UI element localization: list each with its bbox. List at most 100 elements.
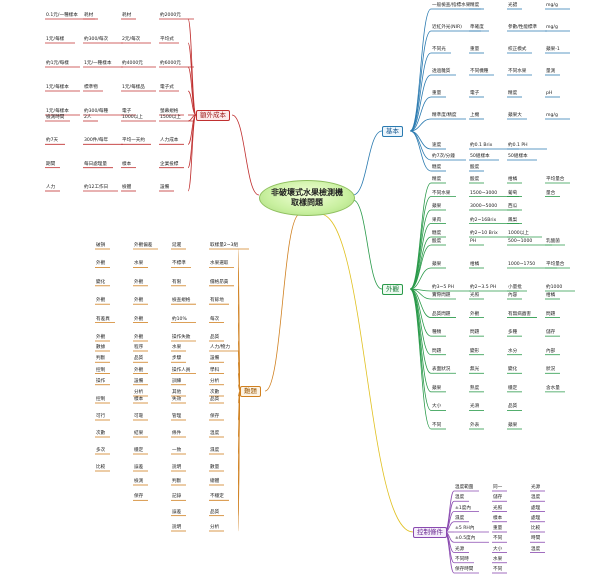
node-label[interactable]: 問題 [470,330,480,336]
node-label[interactable]: 步驟 [172,356,182,362]
node-label[interactable]: 比較 [96,465,106,470]
node-label[interactable]: 問題 [432,348,442,354]
node-label[interactable]: 大小 [493,546,503,552]
node-label[interactable]: 樣本 [122,161,132,167]
node-label[interactable]: 變化 [508,367,518,373]
node-label[interactable]: 溫度 [455,495,465,501]
node-label[interactable]: 數量 [210,465,220,470]
node-label[interactable]: 約7天 [46,138,59,144]
node-label[interactable]: 不同水果 [432,190,451,196]
node-label[interactable]: 設備 [160,185,170,190]
node-label[interactable]: 平均量合 [546,262,565,267]
node-label[interactable]: 不標準 [172,261,186,267]
node-label[interactable]: 品質 [210,397,220,402]
node-label[interactable]: 糖度 [432,231,442,236]
node-label[interactable]: 1500~3000 [470,190,498,196]
node-label[interactable]: 準確度 [470,25,484,30]
node-label[interactable]: 有限 [172,279,182,285]
node-label[interactable]: 1元/每樣品 [122,85,145,90]
node-label[interactable]: mg/g [546,113,558,118]
node-label[interactable]: 種類 [432,330,442,336]
node-label[interactable]: 儲存 [493,495,503,501]
node-label[interactable]: 光照 [470,293,480,298]
node-label[interactable]: 螢幕規格 [160,109,179,114]
node-label[interactable]: 無光 [470,367,480,373]
node-label[interactable]: 重量 [470,47,480,52]
node-label[interactable]: 不同 [493,567,503,572]
node-label[interactable]: 約2~3.5 PH [470,285,497,290]
node-label[interactable]: 問題 [546,311,556,317]
node-label[interactable]: 檢測時間 [46,115,65,120]
node-label[interactable]: 溫度 [531,546,541,552]
node-label[interactable]: 溫度 [210,431,220,436]
node-label[interactable]: 參數/性能標準 [508,25,538,30]
node-label[interactable]: 穩定 [134,448,144,453]
node-label[interactable]: 溫度範圍 [455,485,474,490]
node-label[interactable]: 光滑 [470,404,480,410]
node-label[interactable]: 人力成本 [160,138,179,144]
node-label[interactable]: 精度 [508,91,518,96]
node-label[interactable]: 平均一天約 [122,138,145,144]
branch-overhead[interactable]: 額外成本 [196,110,230,121]
node-label[interactable]: 比較 [531,526,541,531]
node-label[interactable]: 變化 [96,279,106,285]
node-label[interactable]: 實際問題 [432,293,451,298]
node-label[interactable]: 不穩定 [210,494,224,500]
node-label[interactable]: 控制 [96,367,106,373]
node-label[interactable]: pH [546,91,553,96]
node-label[interactable]: 企業投標 [160,161,179,167]
node-label[interactable]: 鳳梨 [508,217,518,223]
node-label[interactable]: 溫度 [531,495,541,501]
node-label[interactable]: 內部 [546,348,556,354]
node-label[interactable]: 2元/每次 [122,37,141,42]
node-label[interactable]: 約10% [172,316,187,322]
node-label[interactable]: 上機 [470,113,480,118]
node-label[interactable]: 條件 [172,431,182,436]
node-label[interactable]: 保存 [134,494,144,500]
node-label[interactable]: 約3~5 PH [432,285,454,290]
node-label[interactable]: 狀況 [546,367,556,373]
node-label[interactable]: 分析 [134,390,144,395]
node-label[interactable]: 耗材 [122,13,132,18]
node-label[interactable]: 約7次/分鐘 [432,154,455,159]
node-label[interactable]: mg/g [546,25,558,30]
branch-shape[interactable]: 外觀 [382,284,403,295]
node-label[interactable]: 表面狀況 [432,367,451,373]
node-label[interactable]: 約4000元 [122,61,143,66]
node-label[interactable]: 約1元/每樣 [46,61,69,66]
node-label[interactable]: 可靠 [134,414,144,419]
node-label[interactable]: 光照 [493,505,503,511]
node-label[interactable]: 操作人員 [172,367,191,373]
node-label[interactable]: 近紅外光(NIR) [432,25,462,30]
node-label[interactable]: 熟度 [470,385,480,391]
node-label[interactable]: 檢測 [134,479,144,484]
node-label[interactable]: 每日處理量 [84,161,107,167]
node-label[interactable]: 約12工作日 [84,185,109,190]
node-label[interactable]: 蘋果大 [508,113,522,118]
node-label[interactable]: 一致 [172,448,182,453]
node-label[interactable]: 50組樣本 [508,154,528,159]
node-label[interactable]: 處理 [531,515,541,521]
node-label[interactable]: 大小 [432,404,442,410]
node-label[interactable]: 葡萄 [508,190,518,196]
node-label[interactable]: 誤差 [134,465,144,470]
node-label[interactable]: 處理 [531,505,541,511]
node-label[interactable]: 次數 [96,431,106,436]
node-label[interactable]: 小量批 [508,285,522,290]
node-label[interactable]: 果肉 [432,217,442,223]
node-label[interactable]: 1元/每樣本 [46,85,69,90]
node-label[interactable]: 柑橘 [546,293,556,298]
node-label[interactable]: 人力 [46,185,56,190]
node-label[interactable]: 有無病蟲害 [508,311,531,317]
node-label[interactable]: 人力/物力 [210,345,230,350]
node-label[interactable]: 標準物 [84,85,98,90]
node-label[interactable]: 2人 [84,115,92,120]
node-label[interactable]: 外觀 [134,335,144,340]
node-label[interactable]: 時間 [531,536,541,542]
node-label[interactable]: 外觀 [134,298,144,304]
node-label[interactable]: 蘋果 [508,423,518,428]
node-label[interactable]: 不同光 [432,47,446,52]
node-label[interactable]: 柑橘 [508,177,518,182]
node-label[interactable]: 外觀 [134,279,144,285]
node-label[interactable]: 其他 [172,390,182,395]
